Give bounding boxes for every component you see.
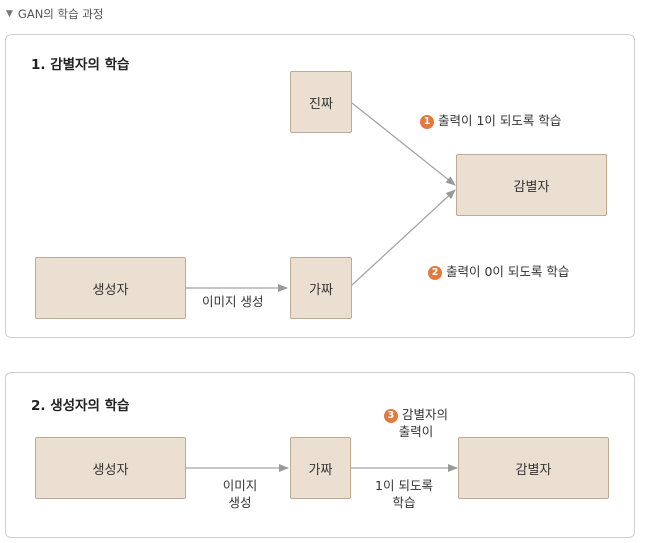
label-train-to-one: 1이 되도록 학습 [359,477,449,511]
box-generator: 생성자 [35,437,186,499]
step1-text: 출력이 1이 되도록 학습 [438,113,562,128]
step3-line2: 출력이 [398,424,434,439]
step2-text: 출력이 0이 되도록 학습 [446,264,570,279]
train-line1: 1이 되도록 [375,478,433,493]
box-discriminator: 감별자 [456,154,607,216]
diagram-title: ▼ GAN의 학습 과정 [6,6,104,22]
diagram-title-text: GAN의 학습 과정 [17,7,104,21]
box-real: 진짜 [290,71,352,133]
arrow-fake-to-discriminator [351,189,456,286]
panel2-arrows [186,464,458,472]
panel1-title: 1. 감별자의 학습 [31,57,130,73]
step2-number-badge: 2 [428,266,442,280]
panel2-title: 2. 생성자의 학습 [31,398,130,414]
box-generator: 생성자 [35,257,186,319]
image-gen-line1: 이미지 [222,478,258,493]
step3-line1: 감별자의 [401,407,448,422]
triangle-down-icon: ▼ [6,9,13,19]
box-discriminator: 감별자 [458,437,609,499]
box-fake: 가짜 [290,437,351,499]
step3-number-badge: 3 [383,409,398,423]
step1-number-badge: 1 [420,115,434,129]
label-image-generation: 이미지 생성 [214,477,266,511]
label-step1: 1 출력이 1이 되도록 학습 [420,112,561,129]
box-fake: 가짜 [290,257,352,319]
train-line2: 학습 [392,495,416,510]
panel1-arrows [186,102,456,292]
label-step2: 2 출력이 0이 되도록 학습 [428,263,569,280]
image-gen-line2: 생성 [228,495,252,510]
arrow-real-to-discriminator [351,102,456,186]
label-image-generation: 이미지 생성 [202,294,264,309]
